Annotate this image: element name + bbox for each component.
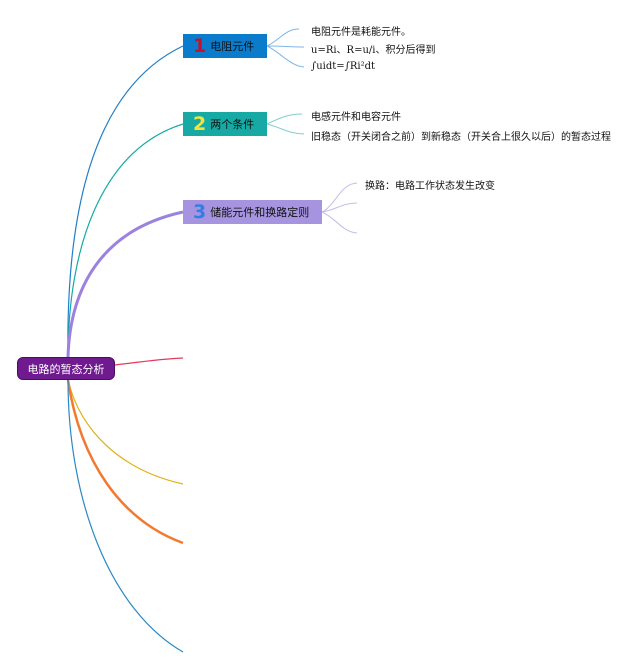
branch-topic-3 xyxy=(66,210,184,358)
topic-3[interactable]: 3 储能元件和换路定则 xyxy=(183,200,322,224)
branch-topic-1 xyxy=(67,45,184,358)
topic-3-label: 储能元件和换路定则 xyxy=(210,206,310,219)
topic-1-note-2[interactable]: u=Ri、R=u/i、积分后得到 xyxy=(311,45,436,56)
branch-empty-yellow xyxy=(67,379,184,485)
root-topic[interactable]: 电路的暂态分析 xyxy=(17,357,115,380)
topic-3-note-1[interactable]: 换路：电路工作状态发生改变 xyxy=(365,181,495,192)
topic-2[interactable]: 2 两个条件 xyxy=(183,112,267,136)
topic-3-number: 3 xyxy=(193,201,207,223)
topic-1[interactable]: 1 电阻元件 xyxy=(183,34,267,58)
branch-empty-blue xyxy=(67,379,184,653)
branch-topic-2 xyxy=(67,123,184,358)
root-topic-label: 电路的暂态分析 xyxy=(27,363,105,376)
topic-1-number: 1 xyxy=(193,35,207,57)
branch-empty-orange xyxy=(66,379,184,545)
branch-empty-red xyxy=(114,357,184,366)
topic-1-note-1[interactable]: 电阻元件是耗能元件。 xyxy=(311,27,411,38)
topic-1-label: 电阻元件 xyxy=(210,40,255,53)
topic-2-label: 两个条件 xyxy=(210,118,255,131)
topic-2-note-2[interactable]: 旧稳态（开关闭合之前）到新稳态（开关合上很久以后）的暂态过程 xyxy=(311,132,611,143)
topic-2-number: 2 xyxy=(193,113,207,135)
topic-2-note-1[interactable]: 电感元件和电容元件 xyxy=(311,112,401,123)
topic-1-note-3[interactable]: ∫uidt=∫Ri²dt xyxy=(311,61,376,72)
